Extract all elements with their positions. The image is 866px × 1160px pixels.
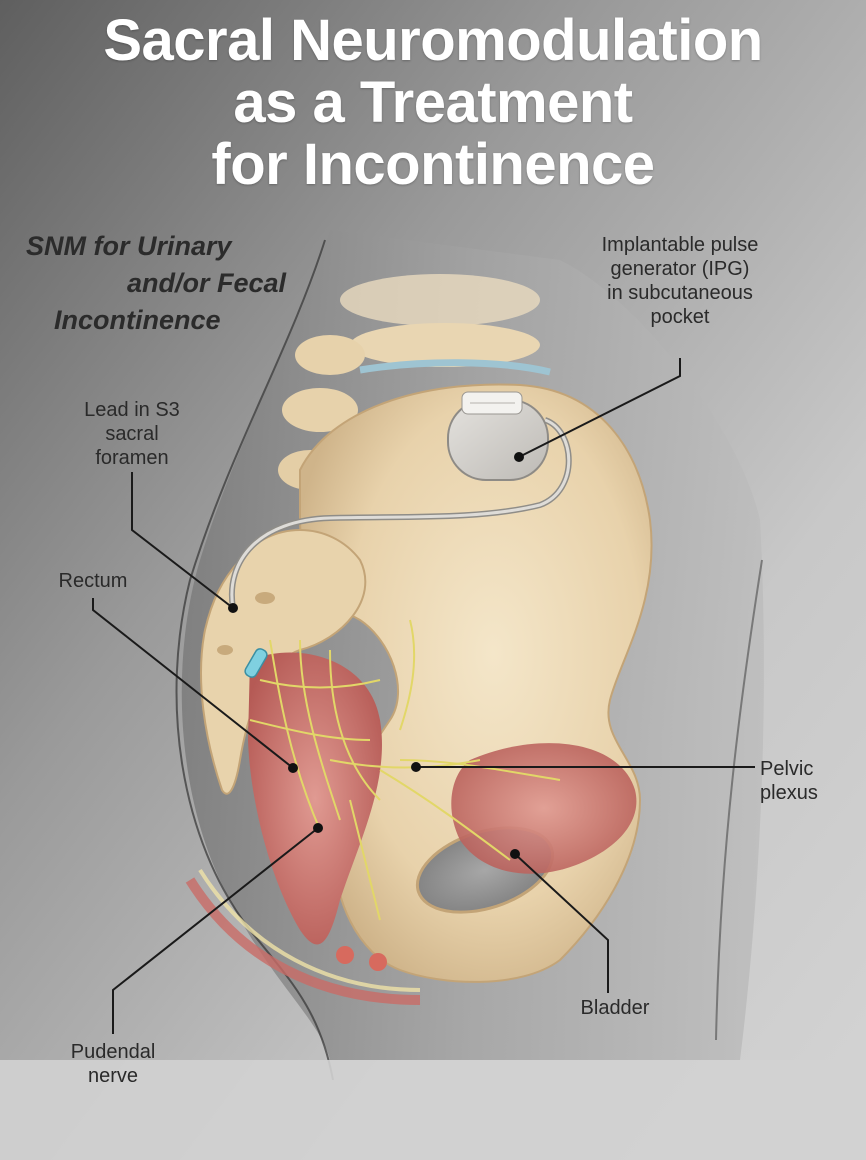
subtitle-line-2: and/or Fecal bbox=[126, 268, 286, 298]
label-ipg-line: in subcutaneous bbox=[607, 282, 753, 304]
subtitle: SNM for Urinary and/or Fecal Incontinenc… bbox=[18, 228, 286, 339]
leg-contour-line bbox=[715, 559, 763, 1041]
label-lead-line: sacral bbox=[105, 423, 159, 445]
label-pudendal-nerve-line: nerve bbox=[87, 1065, 139, 1087]
label-ipg: Implantable pulse generator (IPG) in sub… bbox=[560, 233, 800, 329]
title-line-3: for Incontinence bbox=[211, 132, 655, 197]
label-pudendal-nerve-line: Pudendal bbox=[70, 1041, 156, 1063]
label-lead: Lead in S3 sacral foramen bbox=[62, 398, 202, 470]
subtitle-line-3: Incontinence bbox=[54, 305, 221, 335]
label-ipg-line: Implantable pulse bbox=[601, 234, 759, 256]
leader-dots bbox=[228, 452, 524, 859]
label-ipg-line: pocket bbox=[650, 306, 710, 328]
title-line-1: Sacral Neuromodulation bbox=[103, 8, 763, 73]
label-pelvic-plexus-line: Pelvic bbox=[760, 758, 814, 780]
bladder bbox=[451, 743, 637, 874]
label-ipg-line: generator (IPG) bbox=[610, 258, 750, 280]
label-lead-line: Lead in S3 bbox=[84, 399, 180, 421]
leader-lines bbox=[92, 358, 755, 1034]
subtitle-line-1: SNM for Urinary bbox=[26, 231, 232, 261]
label-rectum-line: Rectum bbox=[58, 570, 128, 592]
electrode-tip bbox=[244, 648, 268, 678]
label-pelvic-plexus-line: plexus bbox=[760, 782, 818, 804]
label-lead-line: foramen bbox=[95, 447, 169, 469]
page-title: Sacral Neuromodulation as a Treatment fo… bbox=[0, 10, 866, 196]
nerve-plexus bbox=[249, 619, 561, 921]
body-contour-line bbox=[175, 239, 334, 1081]
rectum bbox=[248, 652, 382, 945]
title-line-2: as a Treatment bbox=[233, 70, 633, 135]
label-rectum: Rectum bbox=[38, 569, 148, 593]
label-bladder: Bladder bbox=[560, 996, 670, 1020]
label-pelvic-plexus: Pelvic plexus bbox=[760, 757, 856, 805]
label-pudendal-nerve: Pudendal nerve bbox=[48, 1040, 178, 1088]
label-bladder-line: Bladder bbox=[580, 997, 650, 1019]
